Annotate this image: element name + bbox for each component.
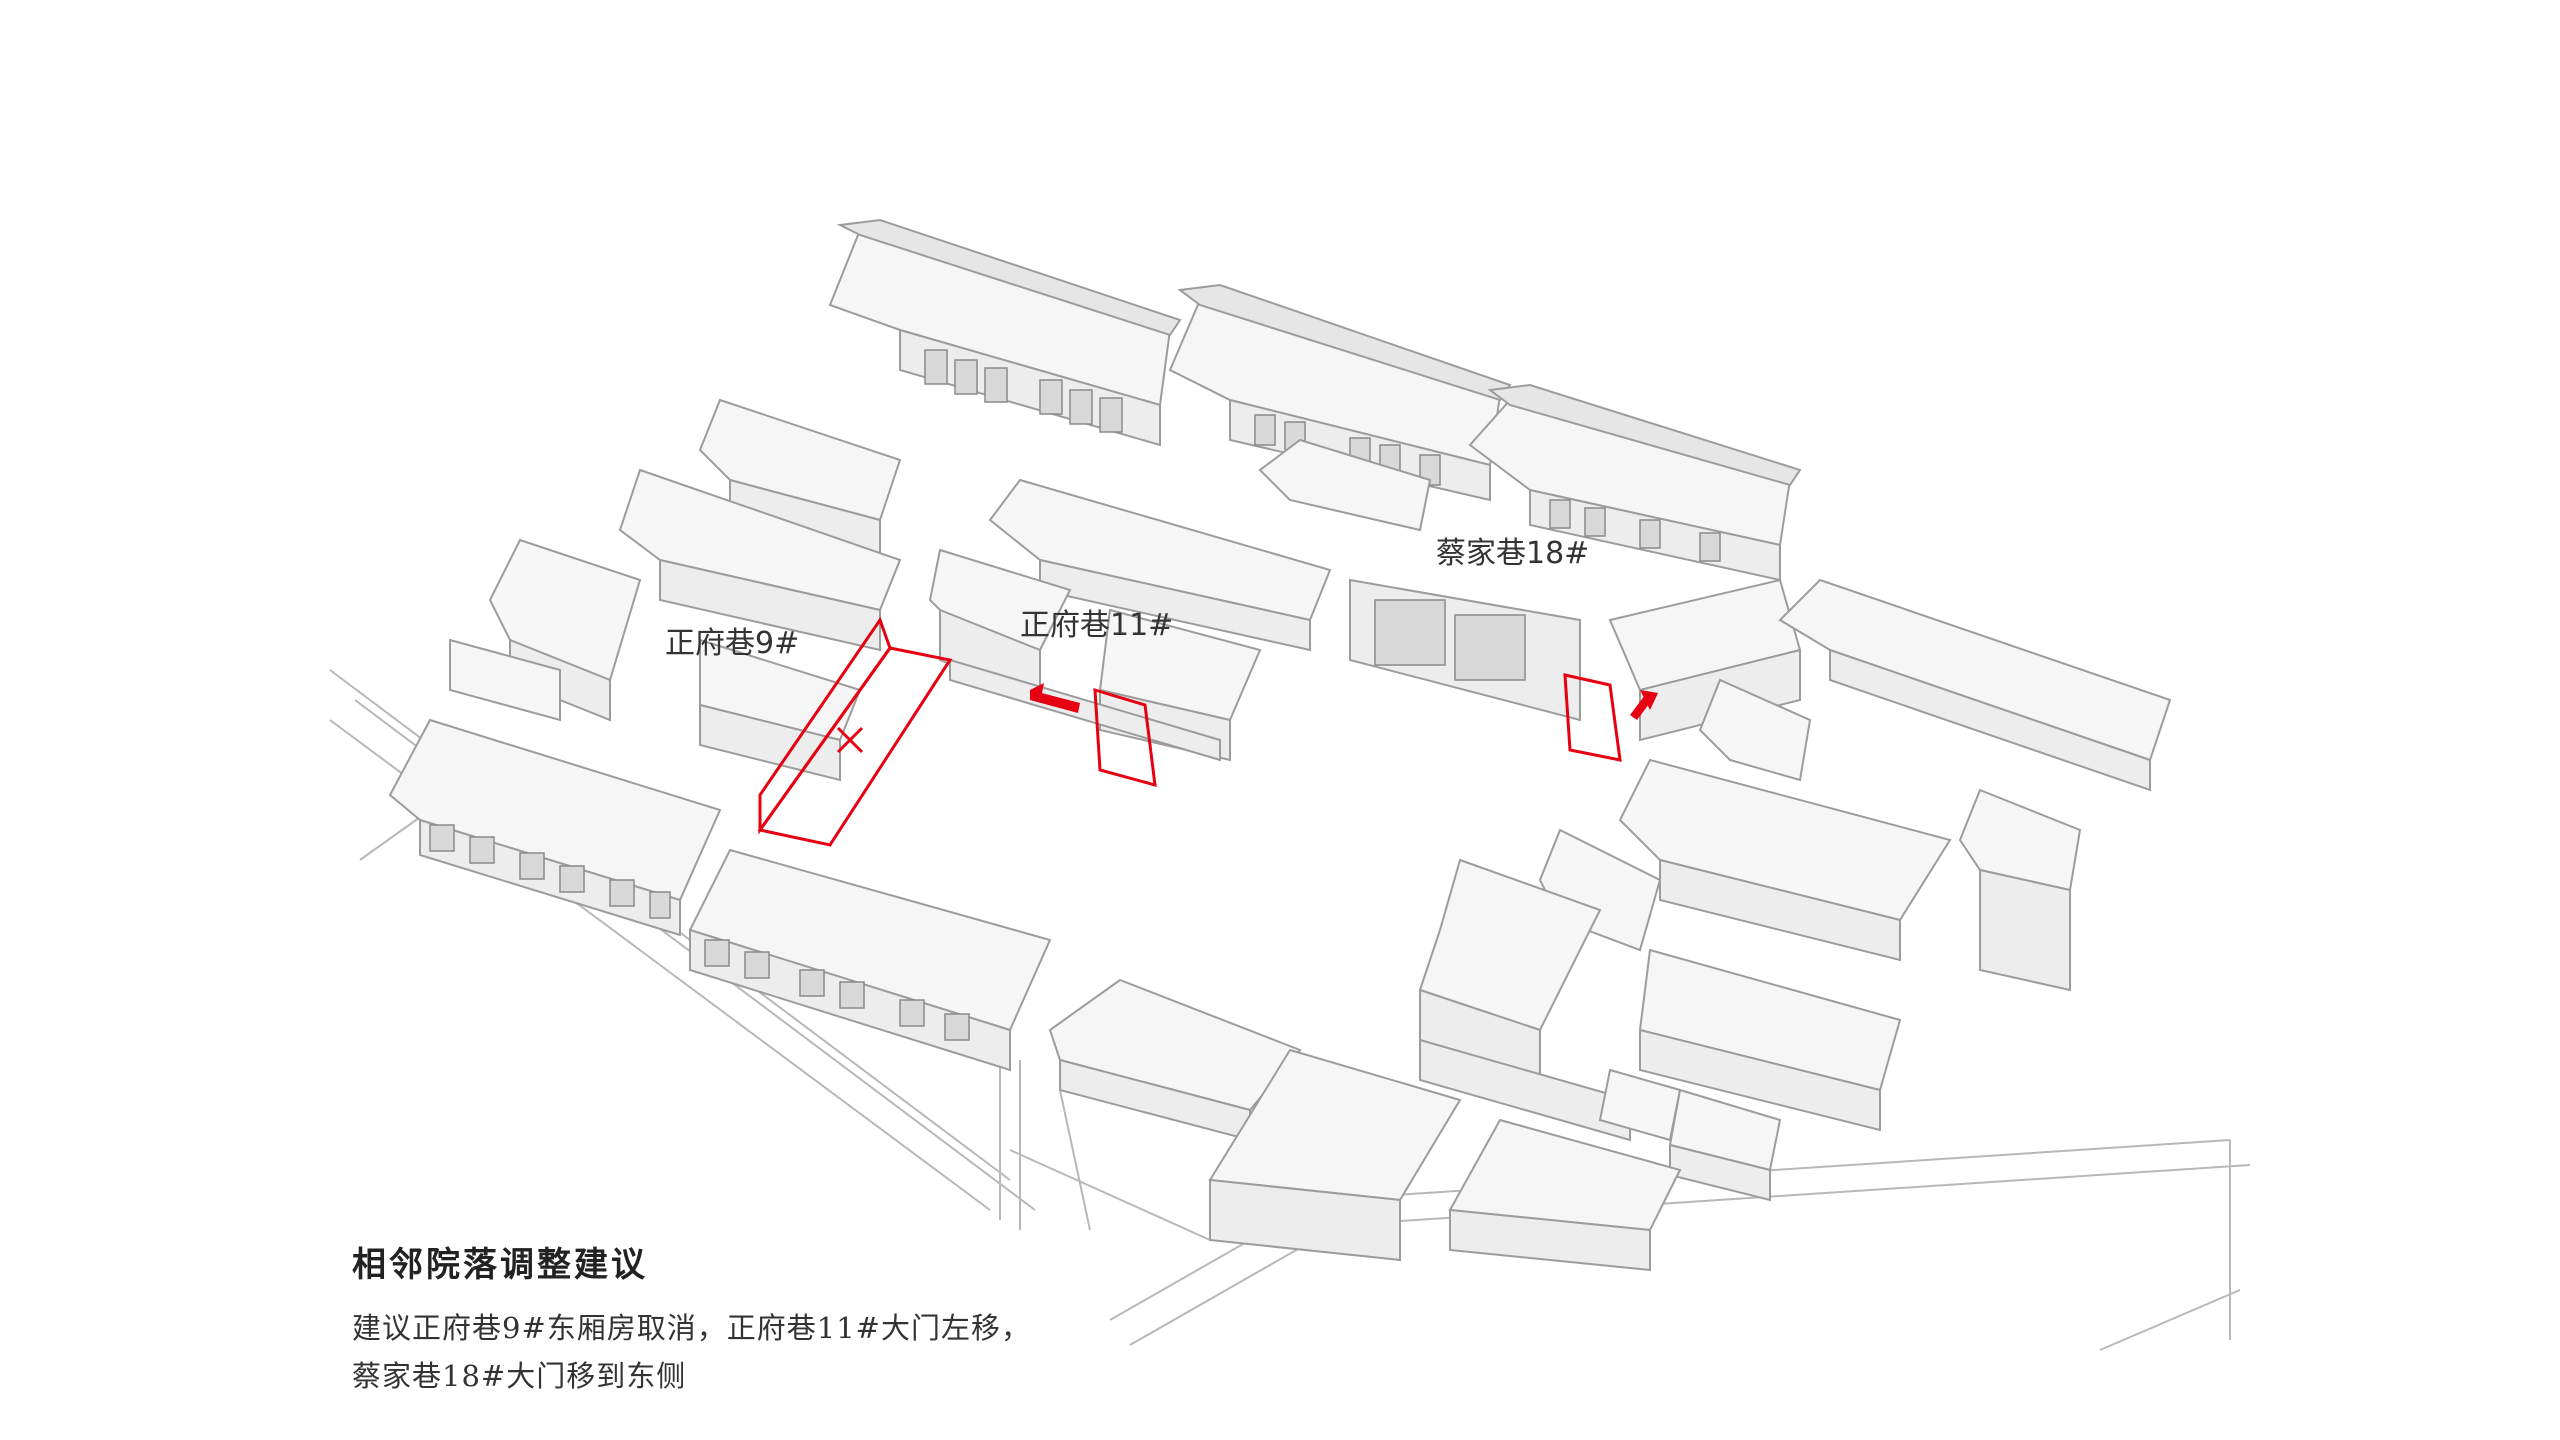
caption-line-1: 建议正府巷9#东厢房取消，正府巷11#大门左移， — [352, 1311, 1031, 1345]
removed-east-wing-marker — [757, 616, 953, 847]
caijia-18-gate-marker — [1563, 673, 1658, 762]
north-building-east — [1468, 383, 1802, 582]
zhengfu-11-courtyard — [928, 478, 1332, 762]
label-zhengfu-11: 正府巷11# — [1020, 608, 1174, 643]
zhengfu-11-gate-marker — [1030, 683, 1157, 788]
east-courtyard-houses — [1418, 578, 2172, 1202]
label-zhengfu-9: 正府巷9# — [665, 626, 800, 661]
north-building-middle — [1168, 283, 1512, 502]
caijia-18-courtyard — [1258, 438, 1802, 742]
west-street-building — [388, 718, 1052, 1072]
caption-line-2: 蔡家巷18#大门移到东侧 — [352, 1359, 687, 1393]
caption-title: 相邻院落调整建议 — [352, 1245, 648, 1285]
north-building-west — [828, 218, 1182, 447]
south-buildings — [1048, 978, 1682, 1272]
west-courtyard-houses — [449, 398, 902, 782]
label-caijia-18: 蔡家巷18# — [1436, 536, 1590, 571]
